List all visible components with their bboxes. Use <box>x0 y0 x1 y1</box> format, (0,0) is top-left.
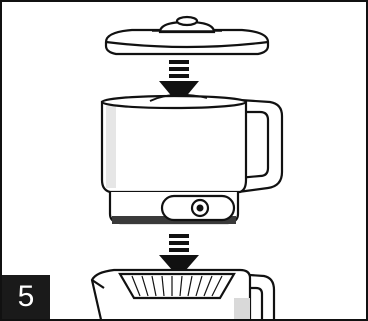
step-number-badge: 5 <box>2 275 50 319</box>
kettle-body-icon <box>102 95 282 224</box>
juicer-base-icon <box>92 270 274 321</box>
lid-icon <box>106 17 268 54</box>
